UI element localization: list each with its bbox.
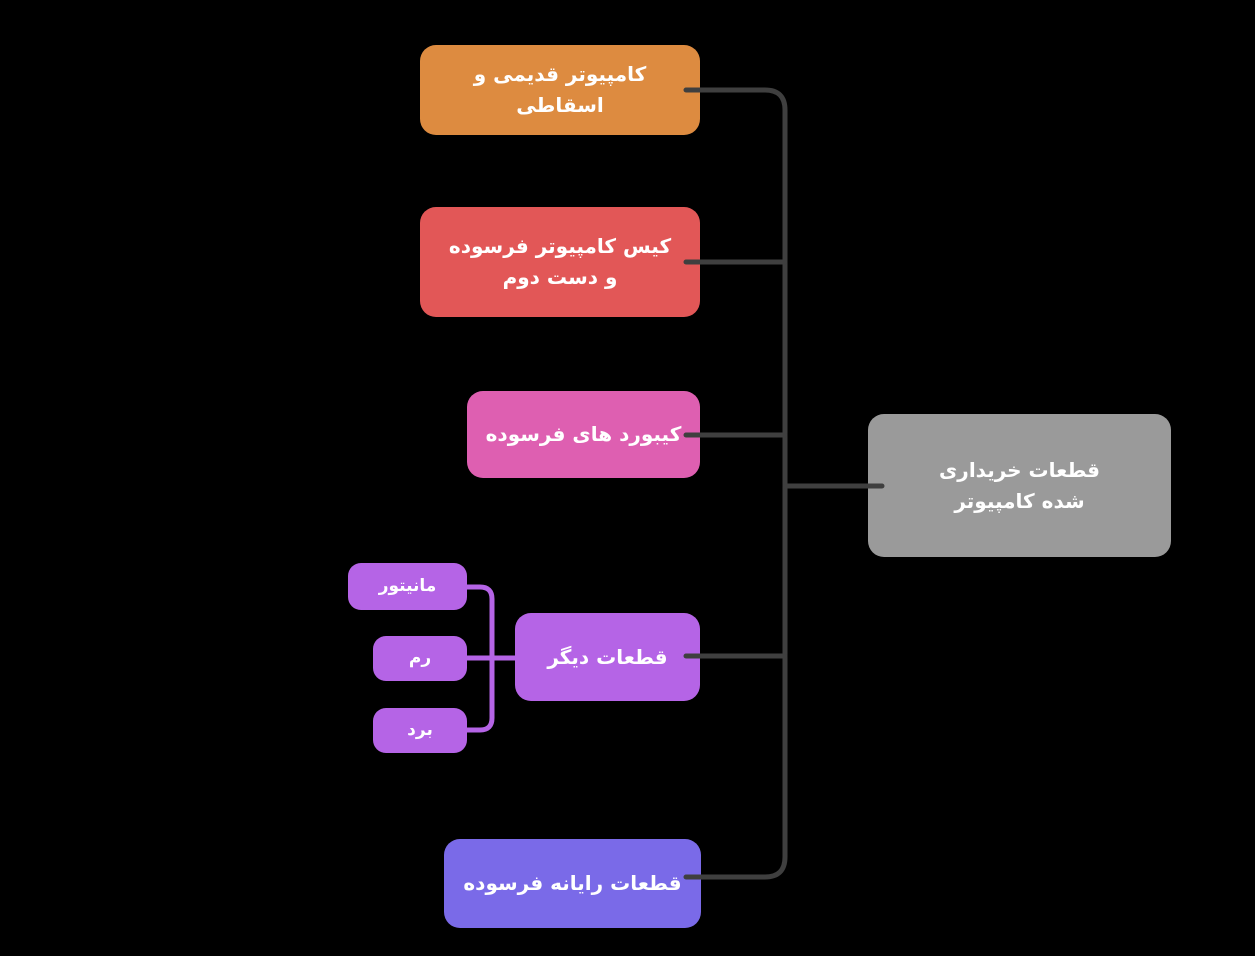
node-root-purchased-computer-parts: قطعات خریداری شده کامپیوتر — [868, 414, 1171, 557]
node-worn-keyboards: کیبورد های فرسوده — [467, 391, 700, 478]
node-label: رم — [408, 648, 432, 669]
node-board: برد — [373, 708, 467, 753]
node-ram: رم — [373, 636, 467, 681]
node-label: کیبورد های فرسوده — [485, 422, 682, 446]
trunk-connector — [683, 87, 788, 880]
node-other-parts: قطعات دیگر — [515, 613, 700, 701]
node-label: کیس کامپیوتر فرسوده و دست دوم — [448, 234, 672, 289]
node-label: قطعات خریداری شده کامپیوتر — [938, 457, 1101, 513]
node-label: مانیتور — [378, 576, 437, 597]
node-label: قطعات رایانه فرسوده — [463, 871, 682, 895]
node-worn-computer-parts: قطعات رایانه فرسوده — [444, 839, 701, 928]
node-monitor: مانیتور — [348, 563, 467, 610]
node-worn-secondhand-case: کیس کامپیوتر فرسوده و دست دوم — [420, 207, 700, 317]
node-label: کامپیوتر قدیمی و اسقاطی — [473, 62, 647, 117]
node-label: برد — [407, 720, 433, 741]
monitor-board-connector — [462, 584, 495, 733]
node-old-scrap-computer: کامپیوتر قدیمی و اسقاطی — [420, 45, 700, 135]
node-label: قطعات دیگر — [547, 644, 668, 669]
